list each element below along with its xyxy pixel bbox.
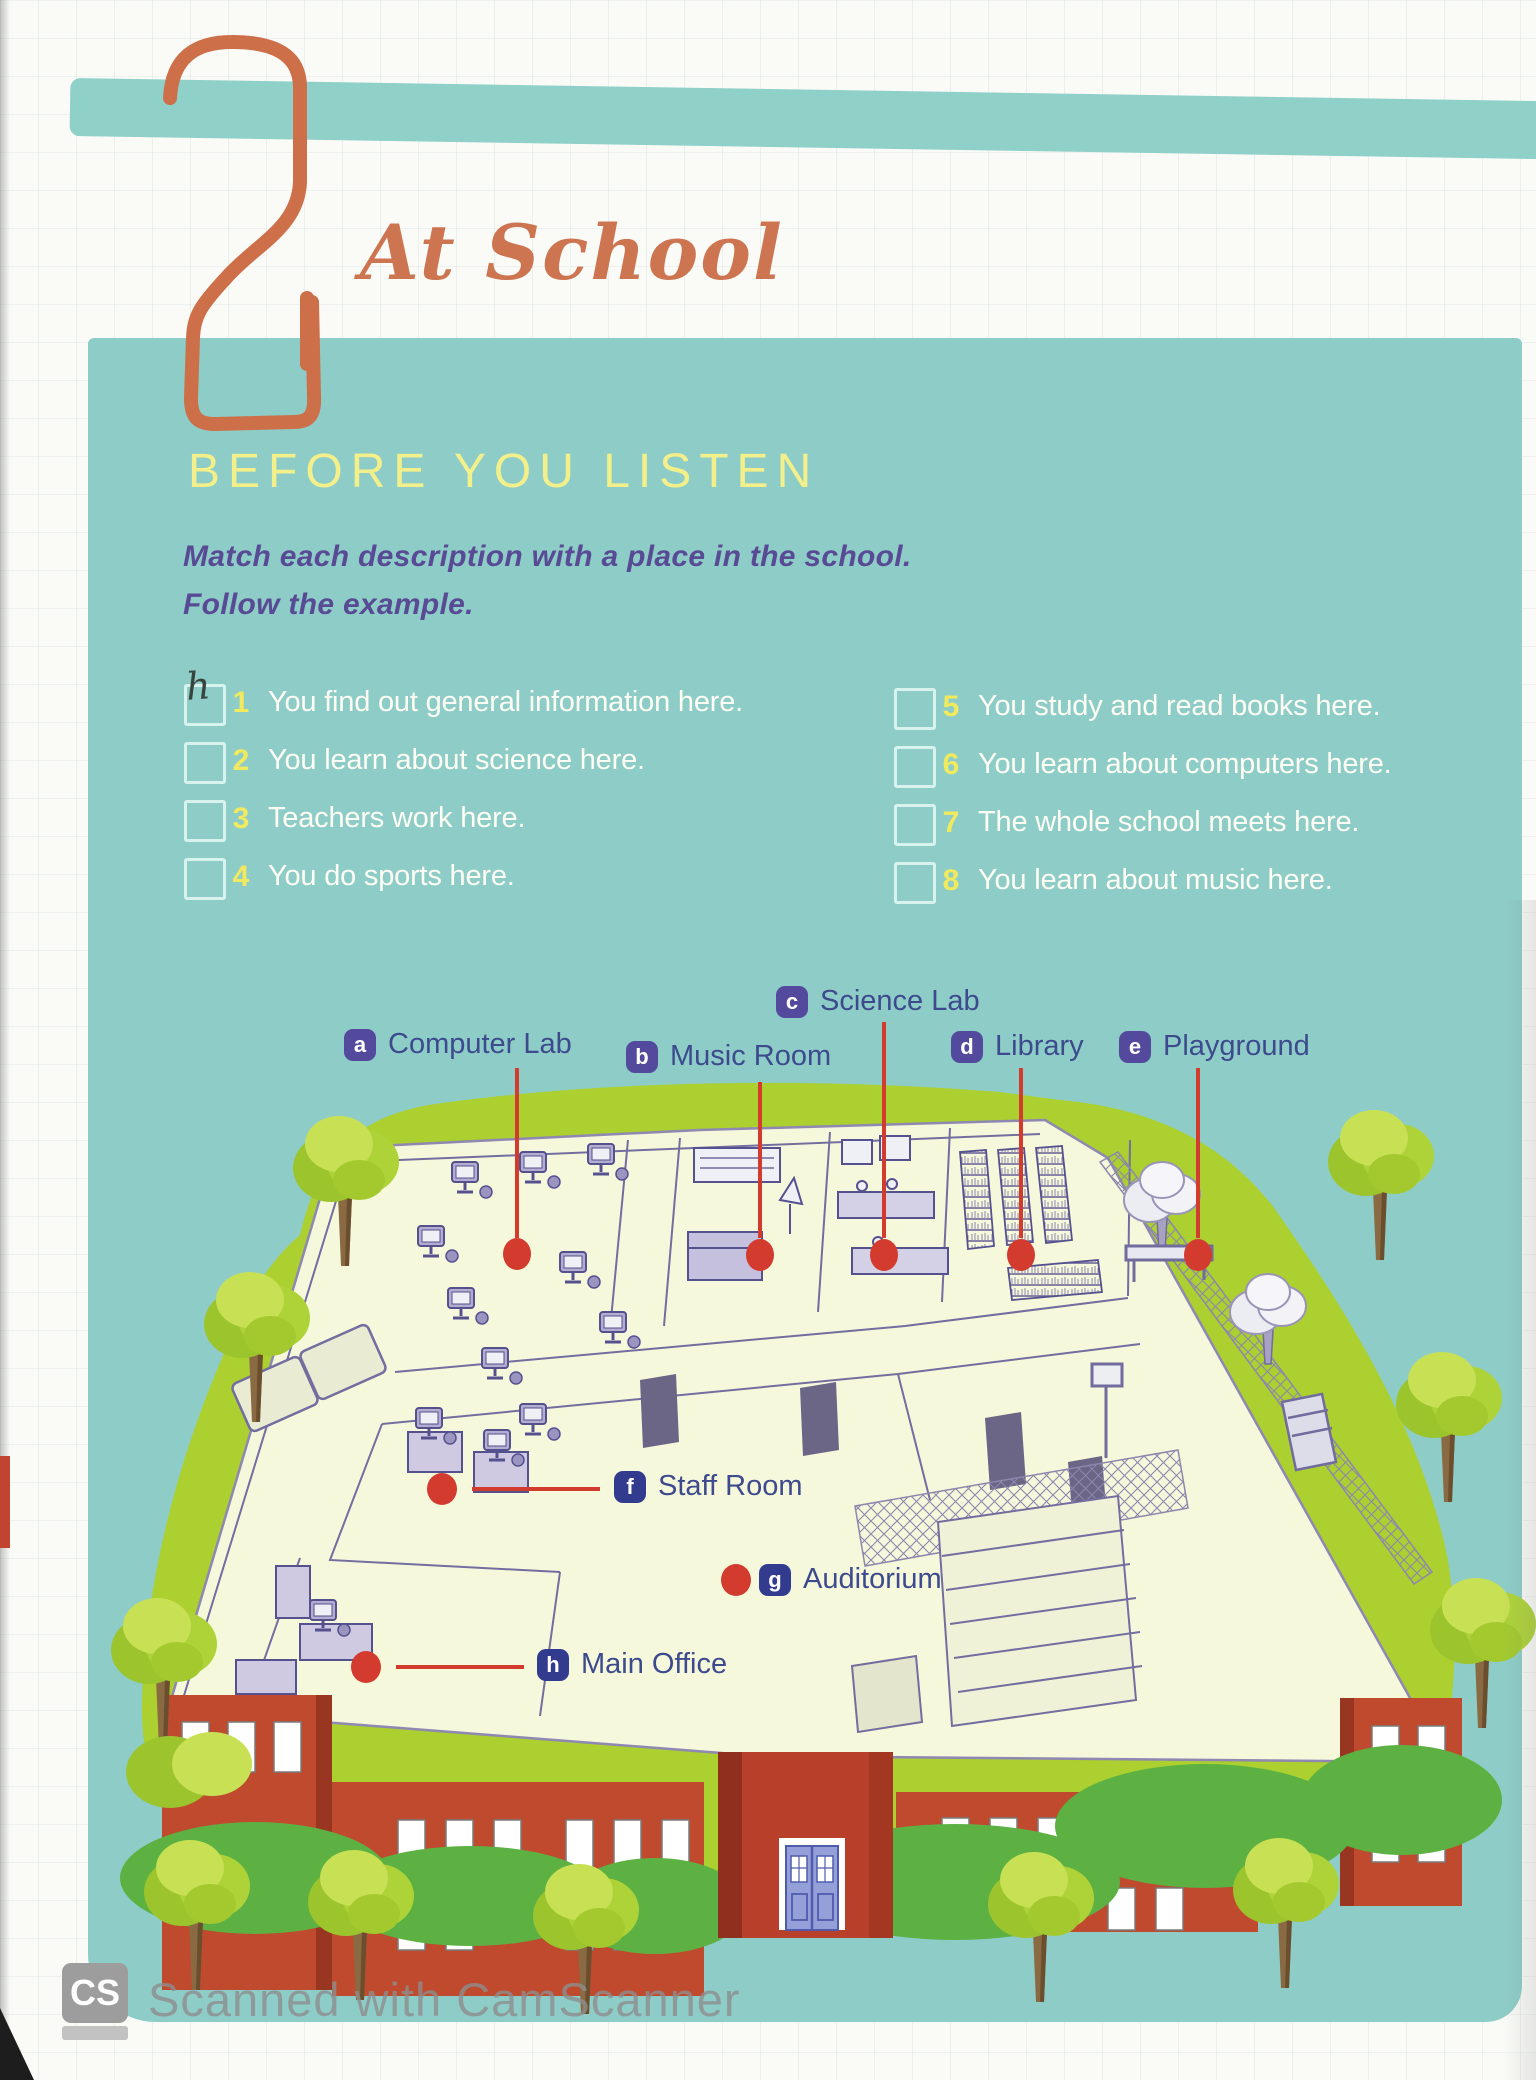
letter-badge-h: h — [537, 1648, 569, 1681]
answer-box-6[interactable] — [894, 746, 936, 788]
answer-box-7[interactable] — [894, 804, 936, 846]
item-number-4: 4 — [232, 860, 250, 893]
item-number-8: 8 — [942, 864, 960, 897]
item-number-2: 2 — [232, 744, 250, 777]
item-number-3: 3 — [232, 802, 250, 835]
answer-box-5[interactable] — [894, 688, 936, 730]
library-shelves — [959, 1145, 1104, 1301]
item-number-6: 6 — [942, 748, 960, 781]
map-label-playground: e Playground — [1119, 1030, 1310, 1063]
map-label-main-office: h Main Office — [537, 1648, 727, 1681]
map-label-science-lab: c Science Lab — [776, 985, 980, 1018]
camscanner-logo-tab — [62, 2026, 128, 2040]
answer-box-2[interactable] — [184, 742, 226, 784]
map-label-library: d Library — [951, 1030, 1084, 1063]
answer-box-4[interactable] — [184, 858, 226, 900]
letter-badge-b: b — [626, 1040, 658, 1073]
map-label-auditorium: g Auditorium — [759, 1563, 942, 1596]
climber — [1280, 1392, 1338, 1472]
instructions-line-1: Match each description with a place in t… — [183, 540, 912, 573]
map-label-staff-room: f Staff Room — [614, 1470, 803, 1503]
scan-red-mark — [0, 1456, 10, 1548]
music-room-furniture — [687, 1147, 804, 1281]
item-text-5: You study and read books here. — [978, 690, 1381, 722]
scan-edge-shadow-right — [1502, 900, 1536, 2080]
letter-badge-d: d — [951, 1030, 983, 1063]
item-text-4: You do sports here. — [268, 860, 515, 892]
item-text-6: You learn about computers here. — [978, 748, 1392, 780]
item-number-1: 1 — [232, 686, 250, 719]
answer-box-8[interactable] — [894, 862, 936, 904]
location-dots — [351, 1238, 1212, 1683]
instructions-line-2: Follow the example. — [183, 588, 474, 621]
letter-badge-f: f — [614, 1470, 646, 1503]
section-heading: BEFORE YOU LISTEN — [188, 445, 820, 498]
letter-badge-e: e — [1119, 1030, 1151, 1063]
basketball-hoop — [1090, 1362, 1124, 1458]
item-number-5: 5 — [942, 690, 960, 723]
item-text-8: You learn about music here. — [978, 864, 1333, 896]
item-text-2: You learn about science here. — [268, 744, 645, 776]
handwritten-answer: h — [184, 663, 212, 709]
item-text-1: You find out general information here. — [268, 686, 743, 718]
leader-lines — [396, 1022, 1200, 1669]
answer-box-3[interactable] — [184, 800, 226, 842]
scan-edge-shadow-left — [0, 0, 10, 2080]
item-number-7: 7 — [942, 806, 960, 839]
map-label-music-room: b Music Room — [626, 1040, 831, 1073]
office-furniture — [235, 1406, 529, 1695]
item-text-3: Teachers work here. — [268, 802, 526, 834]
paperclip-graphic — [163, 35, 322, 431]
page-title: At School — [360, 208, 784, 297]
item-text-7: The whole school meets here. — [978, 806, 1360, 838]
answer-box-1[interactable] — [184, 684, 226, 726]
scan-corner-dark — [0, 2008, 34, 2080]
camscanner-logo: CS — [62, 1963, 128, 2023]
letter-badge-g: g — [759, 1563, 791, 1596]
letter-badge-a: a — [344, 1028, 376, 1061]
map-label-computer-lab: a Computer Lab — [344, 1028, 572, 1061]
watermark-text: Scanned with CamScanner — [148, 1973, 741, 2026]
entrance-tower — [718, 1752, 893, 1938]
stage-steps — [850, 1494, 1143, 1734]
trees — [111, 1110, 1536, 2014]
letter-badge-c: c — [776, 985, 808, 1018]
